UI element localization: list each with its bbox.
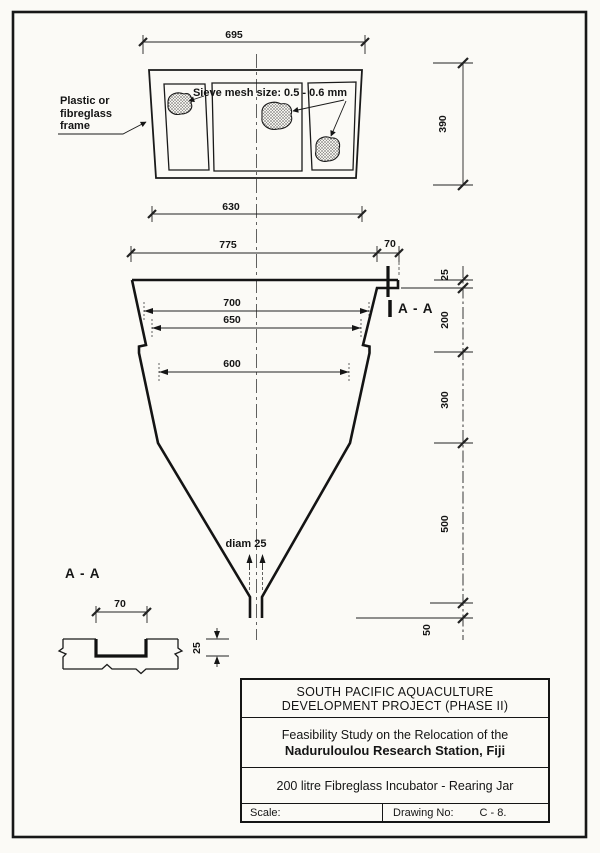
mesh-panel-right [307,81,357,171]
frame-material-note: Plastic or fibreglass frame [60,95,112,132]
drawing-no-label: Drawing No: [393,806,454,819]
dim-jar-rim-width: 775 [219,239,237,251]
mesh-sample-right [315,136,341,162]
sieve-frame-view [58,69,363,179]
title-block-project: SOUTH PACIFIC AQUACULTURE DEVELOPMENT PR… [242,680,548,718]
drawing-title: 200 litre Fibreglass Incubator - Rearing… [276,778,514,793]
mesh-leaders [188,95,347,137]
mesh-sample-middle [261,101,293,130]
dim-height-rim: 25 [439,269,451,281]
height-dimension-chain [356,266,473,640]
scale-label: Scale: [250,806,281,819]
outlet-diameter-note: diam 25 [226,538,267,550]
dim-frame-height: 390 [437,115,449,133]
dim-height-cone: 500 [439,515,451,533]
page-border [11,10,588,839]
dim-jar-width-700: 700 [223,297,241,309]
mesh-panel-left [163,83,210,171]
mesh-note-label: Sieve mesh size: 0.5 - 0.6 mm [193,87,347,99]
channel-groove [94,639,148,658]
dim-height-middle: 300 [439,391,451,409]
frame-dimensions [138,35,473,222]
dim-height-upper: 200 [439,311,451,329]
study-line2: Naduruloulou Research Station, Fiji [284,742,506,758]
title-block: SOUTH PACIFIC AQUACULTURE DEVELOPMENT PR… [240,678,550,823]
dim-height-outlet: 50 [421,624,433,636]
title-block-study: Feasibility Study on the Relocation of t… [242,718,548,768]
section-detail-title: A - A [65,566,101,581]
jar-dimensions [126,246,404,592]
dim-jar-width-600: 600 [223,358,241,370]
title-block-drawing-title: 200 litre Fibreglass Incubator - Rearing… [242,768,548,804]
mesh-panel-middle [211,82,303,172]
dim-frame-top-width: 695 [225,29,243,41]
mesh-sample-left [167,92,193,115]
drawing-no-value: C - 8. [479,806,507,819]
scale-cell: Scale: [242,804,382,821]
jar-wall-right [260,280,400,618]
jar-wall-left [130,279,252,618]
dim-detail-width: 70 [114,598,126,610]
study-line1: Feasibility Study on the Relocation of t… [281,727,509,742]
frame-note-leader [58,121,147,135]
project-line2: DEVELOPMENT PROJECT (PHASE II) [281,698,509,713]
project-line1: SOUTH PACIFIC AQUACULTURE [296,684,494,699]
frame-outer [148,69,363,179]
dim-jar-width-650: 650 [223,314,241,326]
section-marker-label: A - A [398,301,434,316]
dim-frame-bottom-width: 630 [222,201,240,213]
jar-profile [130,278,400,618]
drawing-no-cell: Drawing No: C - 8. [382,804,548,821]
dim-detail-depth: 25 [191,642,203,654]
dim-jar-rim-lip: 70 [384,238,396,250]
section-detail [57,606,229,675]
title-block-footer: Scale: Drawing No: C - 8. [242,804,548,821]
